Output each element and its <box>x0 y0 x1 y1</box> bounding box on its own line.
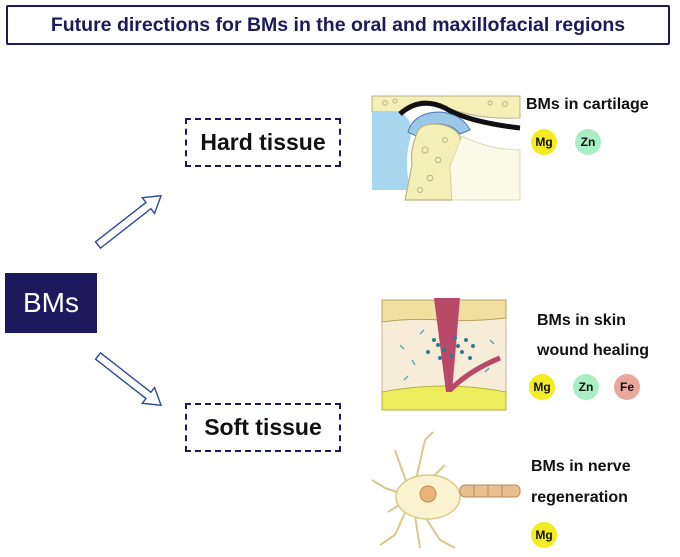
cartilage-joint-illustration <box>371 95 521 201</box>
diagram-title: Future directions for BMs in the oral an… <box>6 5 670 45</box>
arrow-down-icon <box>94 351 163 407</box>
zn-badge: Zn <box>573 374 599 400</box>
soft-tissue-node: Soft tissue <box>185 403 341 452</box>
zn-badge: Zn <box>575 129 601 155</box>
nerve-label-line1: BMs in nerve <box>531 458 631 475</box>
mg-badge: Mg <box>531 129 557 155</box>
cartilage-label: BMs in cartilage <box>526 96 649 113</box>
skin-wound-illustration <box>381 298 507 411</box>
skin-label-line1: BMs in skin <box>537 312 626 329</box>
nerve-label-line2: regeneration <box>531 489 628 506</box>
bms-root-node: BMs <box>5 273 97 333</box>
skin-label-line2: wound healing <box>537 342 649 359</box>
fe-badge: Fe <box>614 374 640 400</box>
mg-badge: Mg <box>529 374 555 400</box>
arrow-up-icon <box>94 194 163 250</box>
neuron-illustration <box>371 431 521 549</box>
mg-badge: Mg <box>531 522 557 548</box>
hard-tissue-node: Hard tissue <box>185 118 341 167</box>
